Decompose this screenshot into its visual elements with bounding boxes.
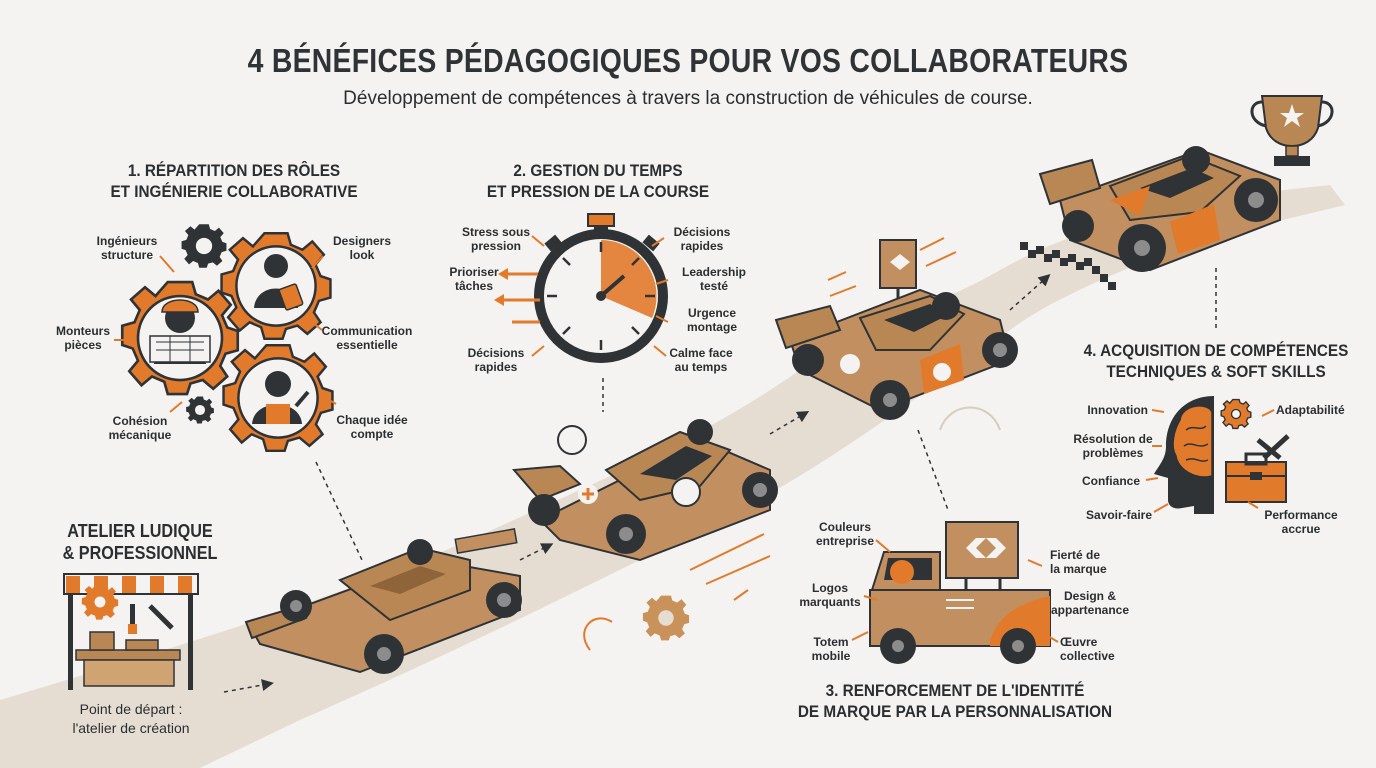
page-subtitle: Développement de compétences à travers l… (343, 88, 1033, 109)
label-design: Design &appartenance (1050, 589, 1130, 617)
start-point-caption: Point de départ : l'atelier de création (72, 701, 190, 736)
cardboard-race-car-2 (511, 419, 778, 562)
section1-title: 1. RÉPARTITION DES RÔLES ET INGÉNIERIE C… (110, 161, 358, 201)
section2-title: 2. GESTION DU TEMPS ET PRESSION DE LA CO… (486, 161, 710, 201)
trophy-icon (1250, 95, 1334, 166)
label-adaptabilite: Adaptabilité (1276, 403, 1345, 417)
workshop-stall (63, 573, 199, 690)
label-innovation: Innovation (1087, 403, 1148, 417)
page-title: 4 BÉNÉFICES PÉDAGOGIQUES POUR VOS COLLAB… (247, 42, 1129, 79)
finish-line (1020, 242, 1116, 290)
label-confiance: Confiance (1081, 474, 1140, 488)
label-savoir-faire: Savoir-faire (1085, 508, 1152, 522)
stopwatch-icon (494, 213, 668, 363)
toolbox-icon (1220, 398, 1290, 503)
cardboard-race-car-4 (1038, 146, 1281, 272)
section4-title: 4. ACQUISITION DE COMPÉTENCES TECHNIQUES… (1083, 341, 1349, 381)
cardboard-race-car-3 (774, 237, 1018, 420)
brand-truck-icon (869, 521, 1051, 664)
gear-cluster (120, 224, 334, 453)
rotate-arrow-icon (583, 617, 613, 651)
head-brain-icon (1154, 396, 1214, 514)
workshop-title: ATELIER LUDIQUE & PROFESSIONNEL (62, 521, 218, 563)
cardboard-race-car-1 (244, 528, 522, 674)
section3-title: 3. RENFORCEMENT DE L'IDENTITÉ DE MARQUE … (797, 681, 1113, 721)
